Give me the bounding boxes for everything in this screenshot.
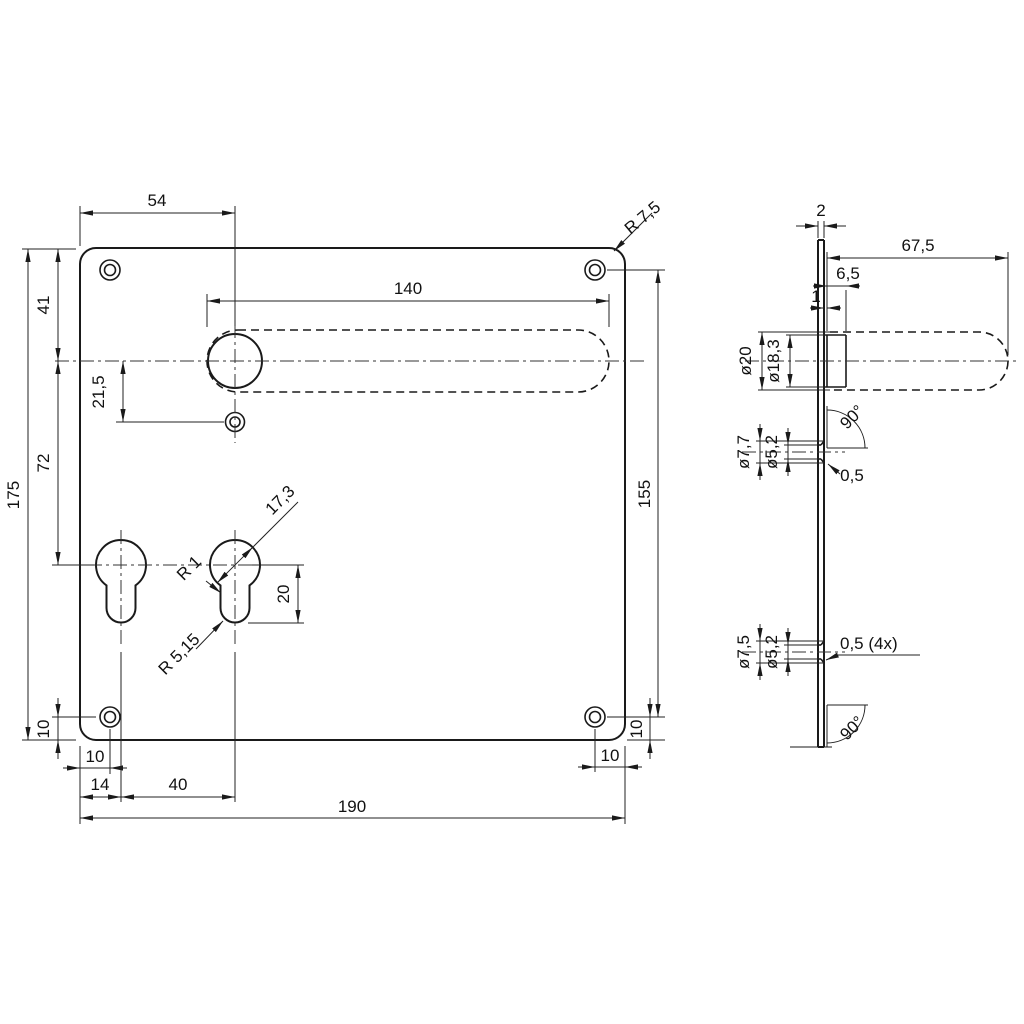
- dim-label-hole-bottom-outer: ø7,5: [734, 635, 753, 669]
- dim-hole-bottom-inner: [784, 628, 818, 676]
- side-view: 2 67,5 6,5 1 ø20: [734, 201, 1016, 748]
- hole-top-section: [818, 440, 825, 464]
- dim-screw-edge-v-right: [627, 698, 665, 759]
- dim-label-boss-dia: ø18,3: [764, 339, 783, 382]
- dim-cyl-diameter: [216, 501, 299, 584]
- dim-handle-to-cylinder: [52, 361, 94, 566]
- dim-label-hole-bottom-inner: ø5,2: [762, 635, 781, 669]
- dim-label-edge-to-cyl: 14: [91, 775, 110, 794]
- dim-label-screw-edge-v-right: 10: [627, 720, 646, 739]
- dim-countersink-depth-bottom: [825, 652, 920, 661]
- dim-label-hole-below-handle: 21,5: [89, 375, 108, 408]
- dim-screw-edge-v-left: [52, 698, 96, 759]
- dim-label-spindle-length: 67,5: [901, 236, 934, 255]
- dim-label-right-span: 155: [635, 480, 654, 508]
- dim-corner-radius: [613, 212, 653, 252]
- dim-cyl-length: [248, 564, 304, 624]
- dim-slot-length: [206, 294, 610, 327]
- dim-screw-edge-h-left: [63, 729, 127, 824]
- dim-label-countersink-depth-bottom: 0,5 (4x): [840, 634, 898, 653]
- spindle-hidden: [830, 331, 1009, 391]
- handle-slot-hidden: [206, 329, 610, 393]
- dim-hole-below-handle: [116, 361, 224, 423]
- dim-label-cyl-spacing: 40: [169, 775, 188, 794]
- dim-label-screw-edge-h-right: 10: [601, 746, 620, 765]
- screw-holes: [99, 259, 606, 728]
- plate-outline: [79, 247, 626, 741]
- dim-label-corner-radius: R 7,5: [621, 197, 664, 238]
- hole-bottom-section: [818, 640, 825, 664]
- dim-cyl-radius: [195, 620, 224, 650]
- dim-edge-to-cyl: [80, 652, 122, 802]
- dim-label-width-total: 190: [338, 797, 366, 816]
- dim-boss-length: [813, 283, 860, 331]
- dim-cyl-spacing: [121, 652, 236, 802]
- dim-spindle-dia: [758, 331, 830, 391]
- dim-label-handle-from-top: 41: [34, 296, 53, 315]
- dim-label-hole-top-outer: ø7,7: [734, 435, 753, 469]
- dim-label-boss-length: 6,5: [836, 264, 860, 283]
- dim-label-countersink-angle-top: 90°: [836, 401, 868, 433]
- dim-label-countersink-depth-top: 0,5: [840, 466, 864, 485]
- side-centerlines: [742, 360, 1016, 653]
- dim-label-handle-to-cylinder: 72: [34, 454, 53, 473]
- plate-section: [790, 239, 832, 748]
- dim-label-slot-length: 140: [394, 279, 422, 298]
- dim-label-spindle-dia: ø20: [736, 346, 755, 375]
- dim-label-gap: 1: [811, 287, 820, 306]
- dim-screw-edge-h-right: [578, 729, 642, 772]
- dim-boss-dia: [786, 334, 826, 388]
- dim-countersink-angle-top: [826, 406, 868, 449]
- dim-thickness: [796, 221, 846, 238]
- dim-handle-from-top: [22, 248, 76, 361]
- dim-countersink-depth-top: [827, 463, 841, 475]
- dim-label-screw-edge-v-left: 10: [34, 720, 53, 739]
- dim-label-screw-edge-h-left: 10: [86, 747, 105, 766]
- dim-countersink-angle-bottom: [826, 704, 868, 747]
- dim-label-thickness: 2: [816, 201, 825, 220]
- dim-width-total: [80, 746, 626, 824]
- dim-label-hole-top-inner: ø5,2: [762, 435, 781, 469]
- dim-label-height-total: 175: [4, 481, 23, 509]
- dim-label-cyl-length: 20: [274, 585, 293, 604]
- dim-right-span: [607, 269, 665, 718]
- front-view: 54 R 7,5 140 41 21,5 72: [4, 191, 665, 824]
- dim-cyl-fillet: [205, 580, 222, 594]
- dim-top-offset: [79, 206, 236, 326]
- dim-hole-top-inner: [784, 428, 818, 476]
- dim-spindle-length: [826, 252, 1009, 355]
- dim-height-total: [22, 249, 76, 741]
- dim-label-top-offset: 54: [148, 191, 167, 210]
